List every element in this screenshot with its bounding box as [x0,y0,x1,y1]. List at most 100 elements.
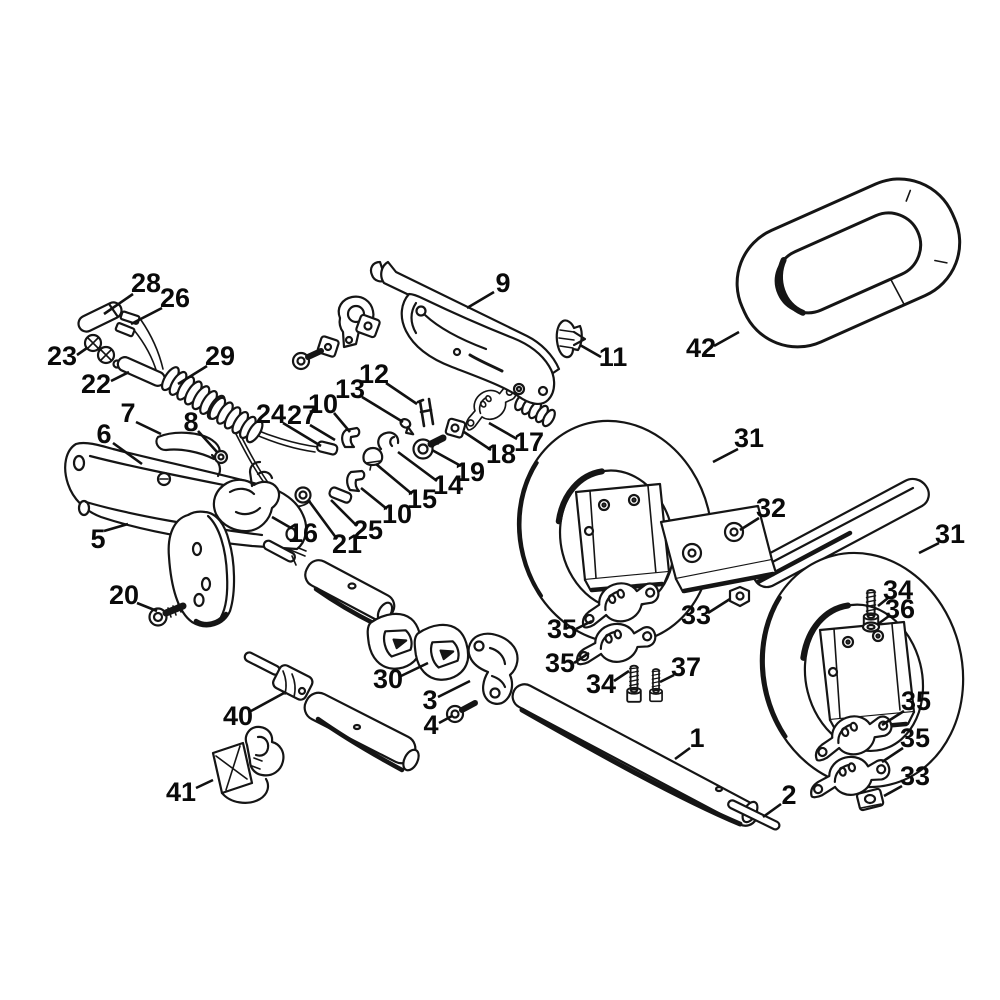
leader-line [575,619,593,631]
part-label-25-cable-connector: 25 [330,499,383,545]
part-label-4-screw: 4 [423,710,453,740]
leader-line [877,614,890,626]
leader-line [659,673,675,684]
leader-line [463,430,492,452]
leader-line [360,486,388,511]
leader-line [674,746,691,761]
spring-clip [416,397,435,428]
hanger-bracket [211,725,285,804]
leader-line [177,364,208,386]
leader-line [375,463,413,495]
torsion-spring [377,431,400,451]
part-number: 12 [359,359,389,389]
part-label-26-connector-terminals: 26 [130,283,190,326]
part-label-22-cable-adjuster: 22 [81,369,130,399]
leader-line [385,381,418,406]
part-label-31-loop-handle-left: 31 [712,423,764,464]
leader-line [197,430,218,453]
support-bar [659,477,930,594]
leader-line [250,691,285,713]
handle-molding [369,260,561,406]
part-number: 24 [256,399,286,429]
part-label-3-clamp-bracket: 3 [422,679,471,715]
part-label-13-screw: 13 [335,374,404,424]
part-number: 33 [900,761,930,791]
leader-line [361,395,404,424]
part-number: 36 [885,594,915,624]
part-label-27-wire-ferrule: 27 [287,400,336,442]
part-label-1-drive-tube: 1 [674,723,705,761]
shaft-end [727,799,781,831]
part-label-34-clamp-screw: 34 [877,575,913,608]
part-number: 23 [47,341,77,371]
part-number: 30 [373,664,403,694]
part-number: 13 [335,374,365,404]
grip-screw [148,602,187,627]
cable-spring-wrap [160,366,264,444]
part-label-24-throttle-wire: 24 [256,399,322,448]
part-number: 31 [935,519,965,549]
leader-line [397,450,438,483]
part-number: 41 [166,777,196,807]
leader-line [195,778,214,790]
part-label-12-spring-clip: 12 [359,359,418,406]
part-number: 28 [131,268,161,298]
part-label-10-cable-hook-lower: 10 [360,486,412,529]
part-number: 2 [781,780,796,810]
rubber-buffer-2 [413,623,470,681]
throttle-trigger [212,460,281,533]
part-label-37-screw: 37 [659,652,701,684]
part-label-35-clamp-half: 35 [881,686,931,727]
part-number: 29 [205,341,235,371]
part-label-36-washer: 36 [877,594,915,626]
cable-hook-lower [346,469,366,493]
clamp-bracket [467,632,519,705]
part-label-18-square-washer: 18 [463,430,516,469]
leader-line [762,802,782,819]
leader-line [437,679,471,699]
leader-line [918,541,940,555]
leader-line [136,601,158,613]
part-label-17-clamp: 17 [488,421,544,457]
part-number: 37 [671,652,701,682]
part-number: 16 [288,518,318,548]
part-number: 18 [486,439,516,469]
part-number: 6 [96,419,111,449]
part-label-15-cap: 15 [375,463,437,514]
part-number: 34 [883,575,913,605]
trigger-cap [362,446,384,471]
part-label-35-clamp-half: 35 [545,648,590,678]
leader-line [76,346,88,357]
trigger-grommet [294,486,312,504]
part-number: 35 [545,648,575,678]
part-number: 15 [407,484,437,514]
part-number: 40 [223,701,253,731]
cable-hook-upper [341,426,361,449]
leader-line [739,516,760,532]
leader-line [713,330,740,348]
leader-line [271,515,292,530]
grip-half [167,510,236,628]
part-label-41-hanger-bracket: 41 [166,777,214,807]
leader-line [712,447,739,464]
part-number: 27 [287,400,317,430]
handle-clamp-group [291,295,381,371]
part-number: 1 [689,723,704,753]
leader-line [438,714,453,725]
leader-line [130,306,163,326]
part-number: 33 [681,600,711,630]
part-label-8-nut: 8 [183,407,218,453]
hex-nut [728,585,751,608]
leader-line [613,669,630,683]
leader-line [103,292,134,316]
leader-line [307,500,339,540]
leader-line [883,784,903,798]
leader-line [135,420,162,436]
part-label-14-torsion-spring: 14 [397,450,463,500]
leader-line [579,343,602,359]
leader-line [573,651,590,665]
part-label-7-interlock-lever: 7 [120,398,162,436]
part-label-42-loop-handle-grip: 42 [686,330,740,363]
